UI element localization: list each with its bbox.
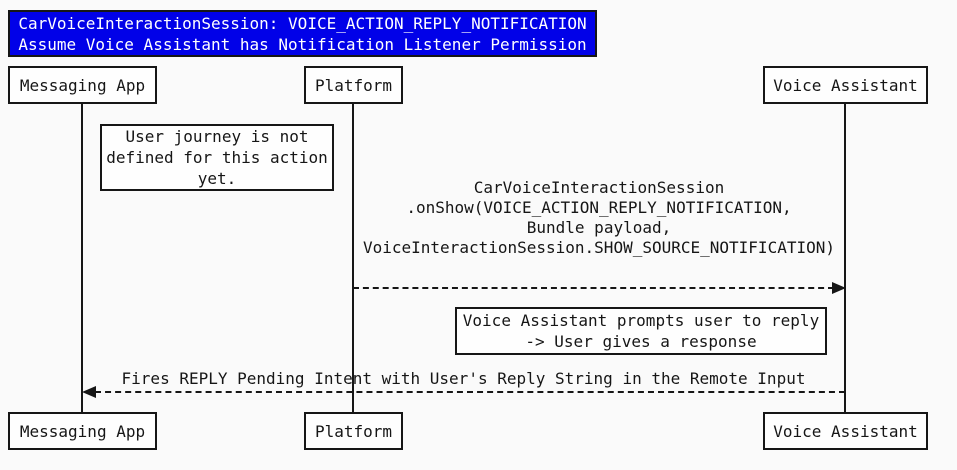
actor-voice-assistant-top: Voice Assistant: [763, 66, 928, 104]
actor-messaging-app-top: Messaging App: [8, 66, 157, 104]
message-onshow-label: CarVoiceInteractionSession .onShow(VOICE…: [362, 178, 835, 257]
actor-platform-bottom: Platform: [304, 412, 403, 450]
lifeline-voice-assistant: [844, 104, 846, 412]
lifeline-platform: [352, 104, 354, 412]
message-fires-reply-label: Fires REPLY Pending Intent with User's R…: [121, 369, 806, 388]
actor-voice-assistant-label: Voice Assistant: [773, 75, 918, 95]
diagram-title-line1: CarVoiceInteractionSession: VOICE_ACTION…: [18, 13, 587, 33]
actor-messaging-app-bottom: Messaging App: [8, 412, 157, 450]
actor-voice-assistant-label-bottom: Voice Assistant: [773, 421, 918, 441]
diagram-title: CarVoiceInteractionSession: VOICE_ACTION…: [8, 10, 597, 57]
diagram-title-line2: Assume Voice Assistant has Notification …: [18, 34, 587, 54]
actor-platform-top: Platform: [304, 66, 403, 104]
message-fires-reply-arrow: [95, 391, 845, 393]
actor-messaging-app-label: Messaging App: [19, 75, 146, 95]
message-onshow-arrow: [353, 287, 834, 289]
note-user-journey-text: User journey is not defined for this act…: [106, 127, 328, 188]
arrowhead-right-icon: [832, 282, 846, 294]
note-prompt-reply-text: Voice Assistant prompts user to reply ->…: [462, 311, 820, 351]
lifeline-messaging-app: [81, 104, 83, 412]
actor-platform-label: Platform: [314, 75, 393, 95]
actor-voice-assistant-bottom: Voice Assistant: [763, 412, 928, 450]
arrowhead-left-icon: [82, 386, 96, 398]
note-user-journey: User journey is not defined for this act…: [100, 124, 334, 191]
actor-messaging-app-label-bottom: Messaging App: [19, 421, 146, 441]
note-prompt-reply: Voice Assistant prompts user to reply ->…: [455, 307, 827, 355]
actor-platform-label-bottom: Platform: [314, 421, 393, 441]
